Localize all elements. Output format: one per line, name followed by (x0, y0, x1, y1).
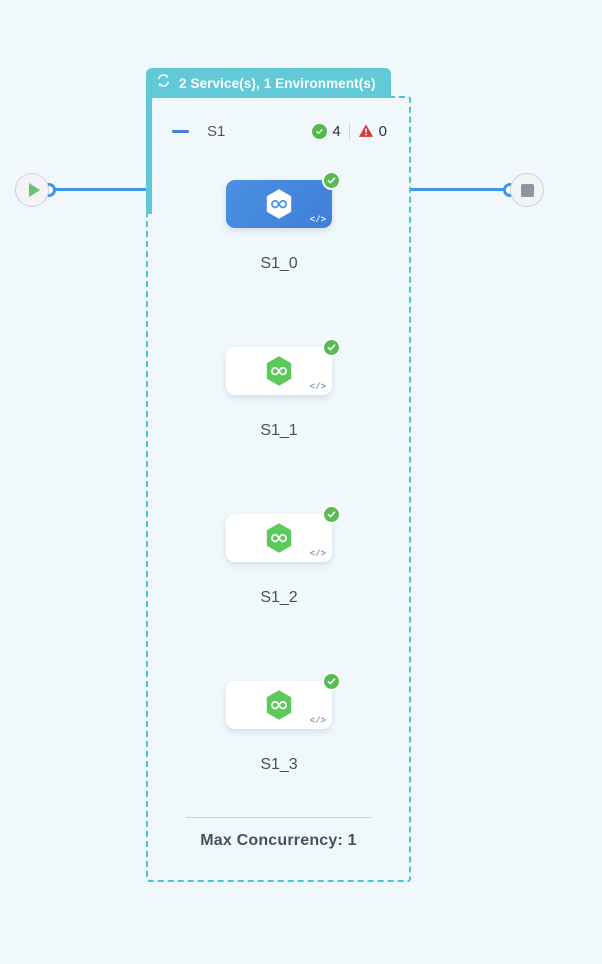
code-brackets-icon[interactable]: </> (309, 215, 326, 225)
code-brackets-icon[interactable]: </> (309, 382, 326, 392)
service-status-counts: 4 0 (312, 122, 387, 140)
warning-triangle-icon (358, 123, 374, 139)
hexagon-loop-icon (264, 522, 294, 554)
check-circle-icon (322, 672, 341, 691)
service-node-label: S1_0 (260, 255, 298, 272)
warn-count-group: 0 (358, 123, 387, 140)
ok-count-group: 4 (312, 122, 341, 140)
footer-divider (186, 817, 372, 818)
hexagon-loop-icon (264, 355, 294, 387)
check-circle-icon (322, 338, 341, 357)
refresh-loop-icon (156, 73, 171, 93)
stop-icon (520, 183, 534, 197)
group-header-label: 2 Service(s), 1 Environment(s) (179, 75, 376, 91)
service-node-label: S1_1 (260, 422, 298, 439)
check-circle-icon (322, 505, 341, 524)
play-icon (28, 183, 40, 197)
end-node[interactable] (510, 173, 544, 207)
service-node-card[interactable]: </> (226, 505, 341, 562)
hexagon-loop-icon (264, 188, 294, 220)
service-node-label: S1_3 (260, 756, 298, 773)
ok-count-value: 4 (332, 122, 341, 140)
minus-icon[interactable] (172, 129, 189, 133)
warn-count-value: 0 (378, 122, 387, 140)
group-header[interactable]: 2 Service(s), 1 Environment(s) (146, 68, 391, 98)
service-name-label: S1 (207, 122, 226, 140)
check-circle-icon (322, 171, 341, 190)
check-circle-icon (312, 123, 328, 139)
service-header-row: S1 4 0 (172, 118, 387, 144)
code-brackets-icon[interactable]: </> (309, 716, 326, 726)
max-concurrency-label: Max Concurrency: 1 (200, 832, 357, 849)
edge-start-to-group (48, 188, 148, 191)
code-brackets-icon[interactable]: </> (309, 549, 326, 559)
service-node-label: S1_2 (260, 589, 298, 606)
count-divider (348, 122, 350, 140)
service-node-card[interactable]: </> (226, 171, 341, 228)
edge-group-to-end (410, 188, 510, 191)
start-node[interactable] (15, 173, 49, 207)
hexagon-loop-icon (264, 689, 294, 721)
service-node-card[interactable]: </> (226, 672, 341, 729)
service-node-card[interactable]: </> (226, 338, 341, 395)
group-accent-bar (146, 96, 152, 214)
